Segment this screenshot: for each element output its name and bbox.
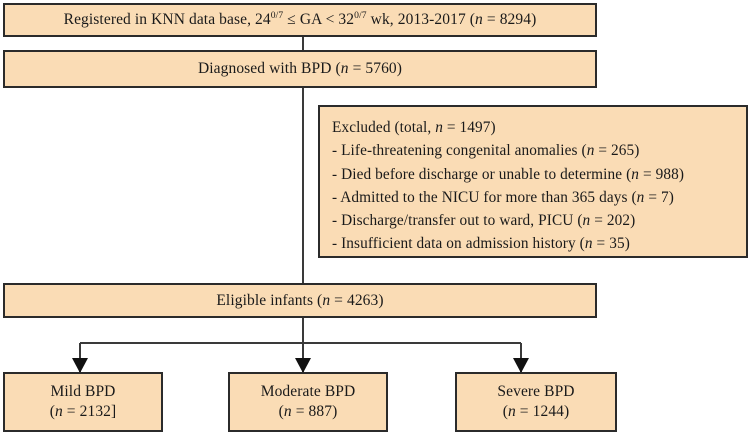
node-moderate-content: Moderate BPD (n = 887) <box>261 382 356 422</box>
node-severe-bpd: Severe BPD (n = 1244) <box>455 372 617 432</box>
node-moderate-count: (n = 887) <box>278 403 338 420</box>
n-symbol: n <box>584 235 593 253</box>
ga-lower-superscript: 0/7 <box>270 9 284 21</box>
node-mild-label: Mild BPD <box>50 383 116 401</box>
node-registered-label: Registered in KNN data base, 240/7 ≤ GA … <box>63 9 537 29</box>
n-symbol: n <box>340 60 349 78</box>
ga-upper-superscript: 0/7 <box>354 9 367 21</box>
node-eligible-infants: Eligible infants (n = 4263) <box>3 283 597 318</box>
n-symbol: n <box>631 165 640 183</box>
node-severe-content: Severe BPD (n = 1244) <box>497 382 574 422</box>
node-mild-content: Mild BPD (n = 2132] <box>50 382 117 422</box>
n-symbol: n <box>586 142 595 160</box>
node-diagnosed-bpd: Diagnosed with BPD (n = 5760) <box>3 50 597 88</box>
n-symbol: n <box>507 403 516 420</box>
node-mild-bpd: Mild BPD (n = 2132] <box>3 372 163 432</box>
n-symbol: n <box>636 188 645 206</box>
node-mild-count: (n = 2132] <box>49 403 117 420</box>
node-eligible-label: Eligible infants (n = 4263) <box>216 291 384 309</box>
excluded-body: Excluded (total, n = 1497) - Life-threat… <box>332 116 736 256</box>
node-severe-count: (n = 1244) <box>502 403 570 420</box>
excluded-item: - Admitted to the NICU for more than 365… <box>332 188 674 206</box>
n-symbol: n <box>582 212 591 229</box>
excluded-item: - Life-threatening congenital anomalies … <box>332 142 640 160</box>
node-excluded: Excluded (total, n = 1497) - Life-threat… <box>318 105 748 258</box>
arrowhead-moderate <box>295 358 311 373</box>
excluded-item: - Discharge/transfer out to ward, PICU (… <box>332 212 636 229</box>
n-symbol: n <box>475 11 483 29</box>
node-registered: Registered in KNN data base, 240/7 ≤ GA … <box>3 3 597 37</box>
excluded-item: - Died before discharge or unable to det… <box>332 165 685 183</box>
excluded-item: - Insufficient data on admission history… <box>332 235 630 253</box>
node-moderate-label: Moderate BPD <box>260 383 356 401</box>
node-severe-label: Severe BPD <box>497 383 575 401</box>
arrowhead-mild <box>72 358 88 373</box>
node-moderate-bpd: Moderate BPD (n = 887) <box>228 372 388 432</box>
n-symbol: n <box>322 291 331 309</box>
n-symbol: n <box>435 119 443 136</box>
arrowhead-severe <box>513 358 529 373</box>
excluded-heading: Excluded (total, n = 1497) <box>332 119 496 136</box>
n-symbol: n <box>54 403 63 420</box>
n-symbol: n <box>283 403 292 420</box>
node-diagnosed-label: Diagnosed with BPD (n = 5760) <box>197 60 403 78</box>
